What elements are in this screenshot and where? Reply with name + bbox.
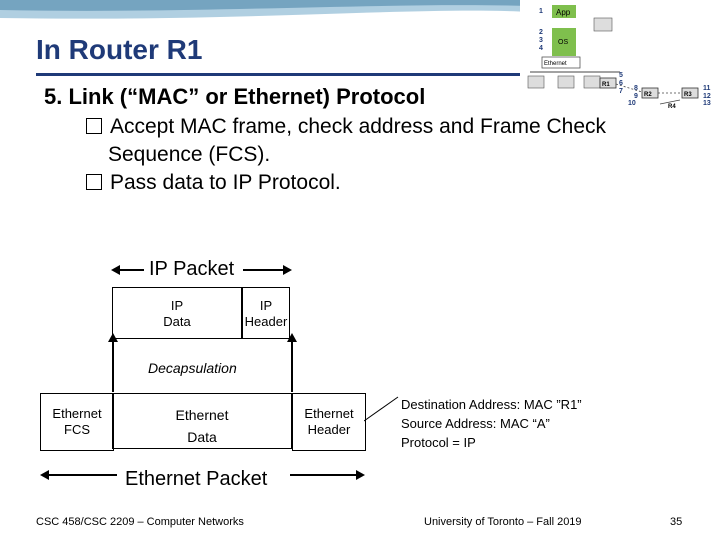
router-r2-text: R2 [644, 92, 652, 98]
arrow-right-icon [356, 470, 365, 480]
num-12: 12 [703, 93, 711, 100]
computer-icon [527, 75, 545, 89]
ip-packet-arrow-right [243, 269, 283, 271]
computer-icon [557, 75, 575, 89]
num-1: 1 [539, 8, 543, 15]
bullet-1: Accept MAC frame, check address and Fram… [86, 113, 606, 141]
computer-icon [593, 17, 613, 32]
os-text: OS [558, 39, 568, 46]
address-info: Destination Address: MAC ”R1” Source Add… [401, 395, 582, 452]
ip-packet-arrow-left [116, 269, 144, 271]
ethernet-data-box: Ethernet Data [112, 393, 292, 449]
ip-header-box: IP Header [242, 287, 290, 339]
ethernet-box [541, 56, 581, 69]
app-box [552, 5, 576, 18]
network-thumbnail: App OS Ethernet 1 2 3 4 5 6 7 8 9 10 11 … [520, 0, 720, 112]
router-r3-text: R3 [684, 92, 692, 98]
num-6: 6 [619, 80, 623, 87]
num-5: 5 [619, 72, 623, 79]
num-10: 10 [628, 100, 636, 107]
checkbox-bullet-icon [86, 118, 102, 134]
router-r1-text: R1 [602, 82, 610, 88]
ethernet-packet-label: Ethernet Packet [125, 468, 268, 490]
arrow-left-icon [111, 265, 120, 275]
destination-address: Destination Address: MAC ”R1” [401, 397, 582, 412]
footer-course: CSC 458/CSC 2209 – Computer Networks [36, 516, 244, 528]
num-11: 11 [703, 85, 711, 92]
slide-number: 35 [670, 516, 683, 528]
footer-university: University of Toronto – Fall 2019 [424, 516, 582, 528]
num-4: 4 [539, 45, 543, 52]
ethernet-header-box: Ethernet Header [292, 393, 366, 451]
num-3: 3 [539, 37, 543, 44]
decapsulation-label: Decapsulation [148, 360, 237, 376]
decap-line-right [291, 340, 293, 392]
router-r3-box [681, 87, 699, 99]
ethernet-packet-arrow-right [290, 474, 356, 476]
arrow-up-icon [287, 333, 297, 342]
computer-icon [583, 75, 601, 89]
num-9: 9 [634, 93, 638, 100]
arrow-right-icon [283, 265, 292, 275]
bullet-2: Pass data to IP Protocol. [86, 169, 341, 197]
num-2: 2 [539, 29, 543, 36]
ethernet-text: Ethernet [544, 61, 567, 67]
header-callout-connector [364, 396, 399, 422]
ethernet-fcs-box: Ethernet FCS [40, 393, 114, 451]
slide-subtitle: 5. Link (“MAC” or Ethernet) Protocol [44, 84, 426, 109]
source-address: Source Address: MAC “A” [401, 416, 550, 431]
arrow-left-icon [40, 470, 49, 480]
ip-data-box: IP Data [112, 287, 242, 339]
checkbox-bullet-icon [86, 174, 102, 190]
num-13: 13 [703, 100, 711, 107]
ip-packet-label: IP Packet [149, 258, 235, 280]
decap-line-left [112, 340, 114, 392]
router-r4-text: R4 [668, 104, 676, 110]
title-divider [36, 73, 556, 76]
app-text: App [556, 8, 571, 17]
header-swoosh [0, 0, 530, 19]
slide-title: In Router R1 [36, 34, 203, 65]
num-7: 7 [619, 88, 623, 95]
router-r1-box [599, 77, 617, 89]
bullet-1-continued: Sequence (FCS). [108, 143, 271, 166]
os-box [552, 28, 576, 56]
ethernet-packet-arrow-left [45, 474, 117, 476]
protocol-field: Protocol = IP [401, 435, 476, 450]
arrow-up-icon [108, 333, 118, 342]
num-8: 8 [634, 85, 638, 92]
